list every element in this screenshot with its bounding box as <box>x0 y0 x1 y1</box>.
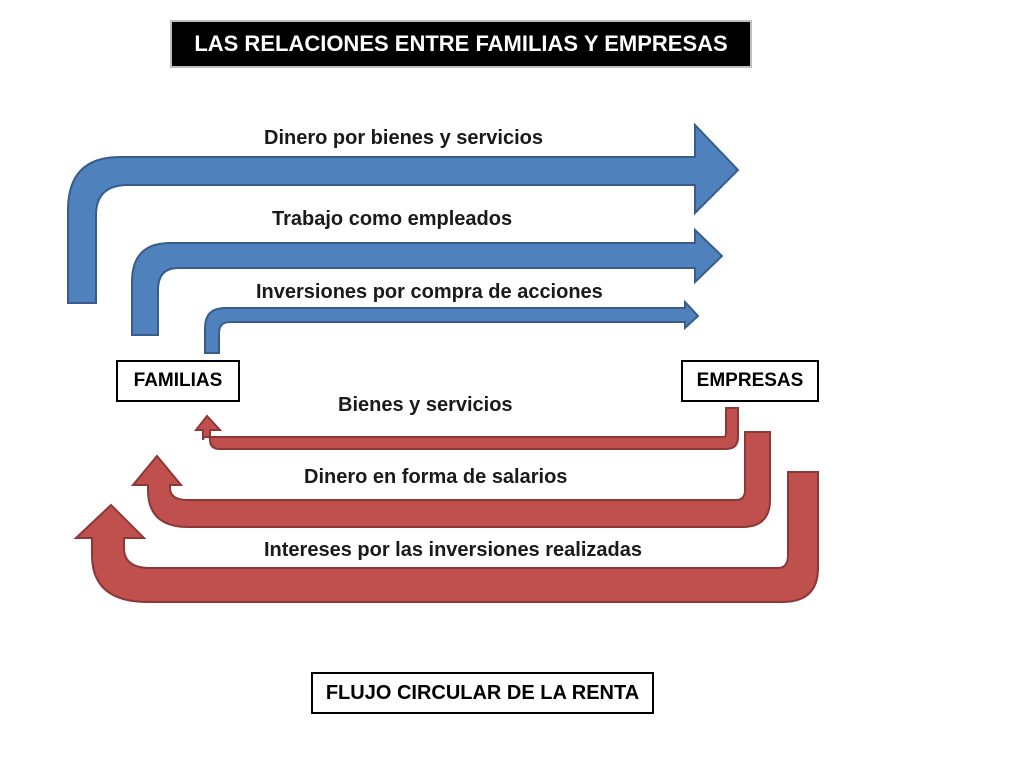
footer-caption: FLUJO CIRCULAR DE LA RENTA <box>311 672 654 714</box>
label-investment: Inversiones por compra de acciones <box>256 281 603 303</box>
arrow-interest <box>73 471 819 603</box>
node-households: FAMILIAS <box>116 360 240 402</box>
label-labor: Trabajo como empleados <box>272 208 513 230</box>
label-wages: Dinero en forma de salarios <box>304 466 568 488</box>
label-interest: Intereses por las inversiones realizadas <box>264 539 642 561</box>
arrow-goods-and-services <box>193 407 739 450</box>
node-firms: EMPRESAS <box>681 360 819 402</box>
diagram-title: LAS RELACIONES ENTRE FAMILIAS Y EMPRESAS <box>172 22 750 66</box>
arrow-wages <box>130 431 771 528</box>
label-money-for-goods: Dinero por bienes y servicios <box>264 127 543 149</box>
arrow-investment <box>204 299 700 354</box>
arrow-money-for-goods <box>67 122 740 304</box>
label-goods-and-services: Bienes y servicios <box>338 394 513 416</box>
arrow-labor <box>131 227 724 336</box>
